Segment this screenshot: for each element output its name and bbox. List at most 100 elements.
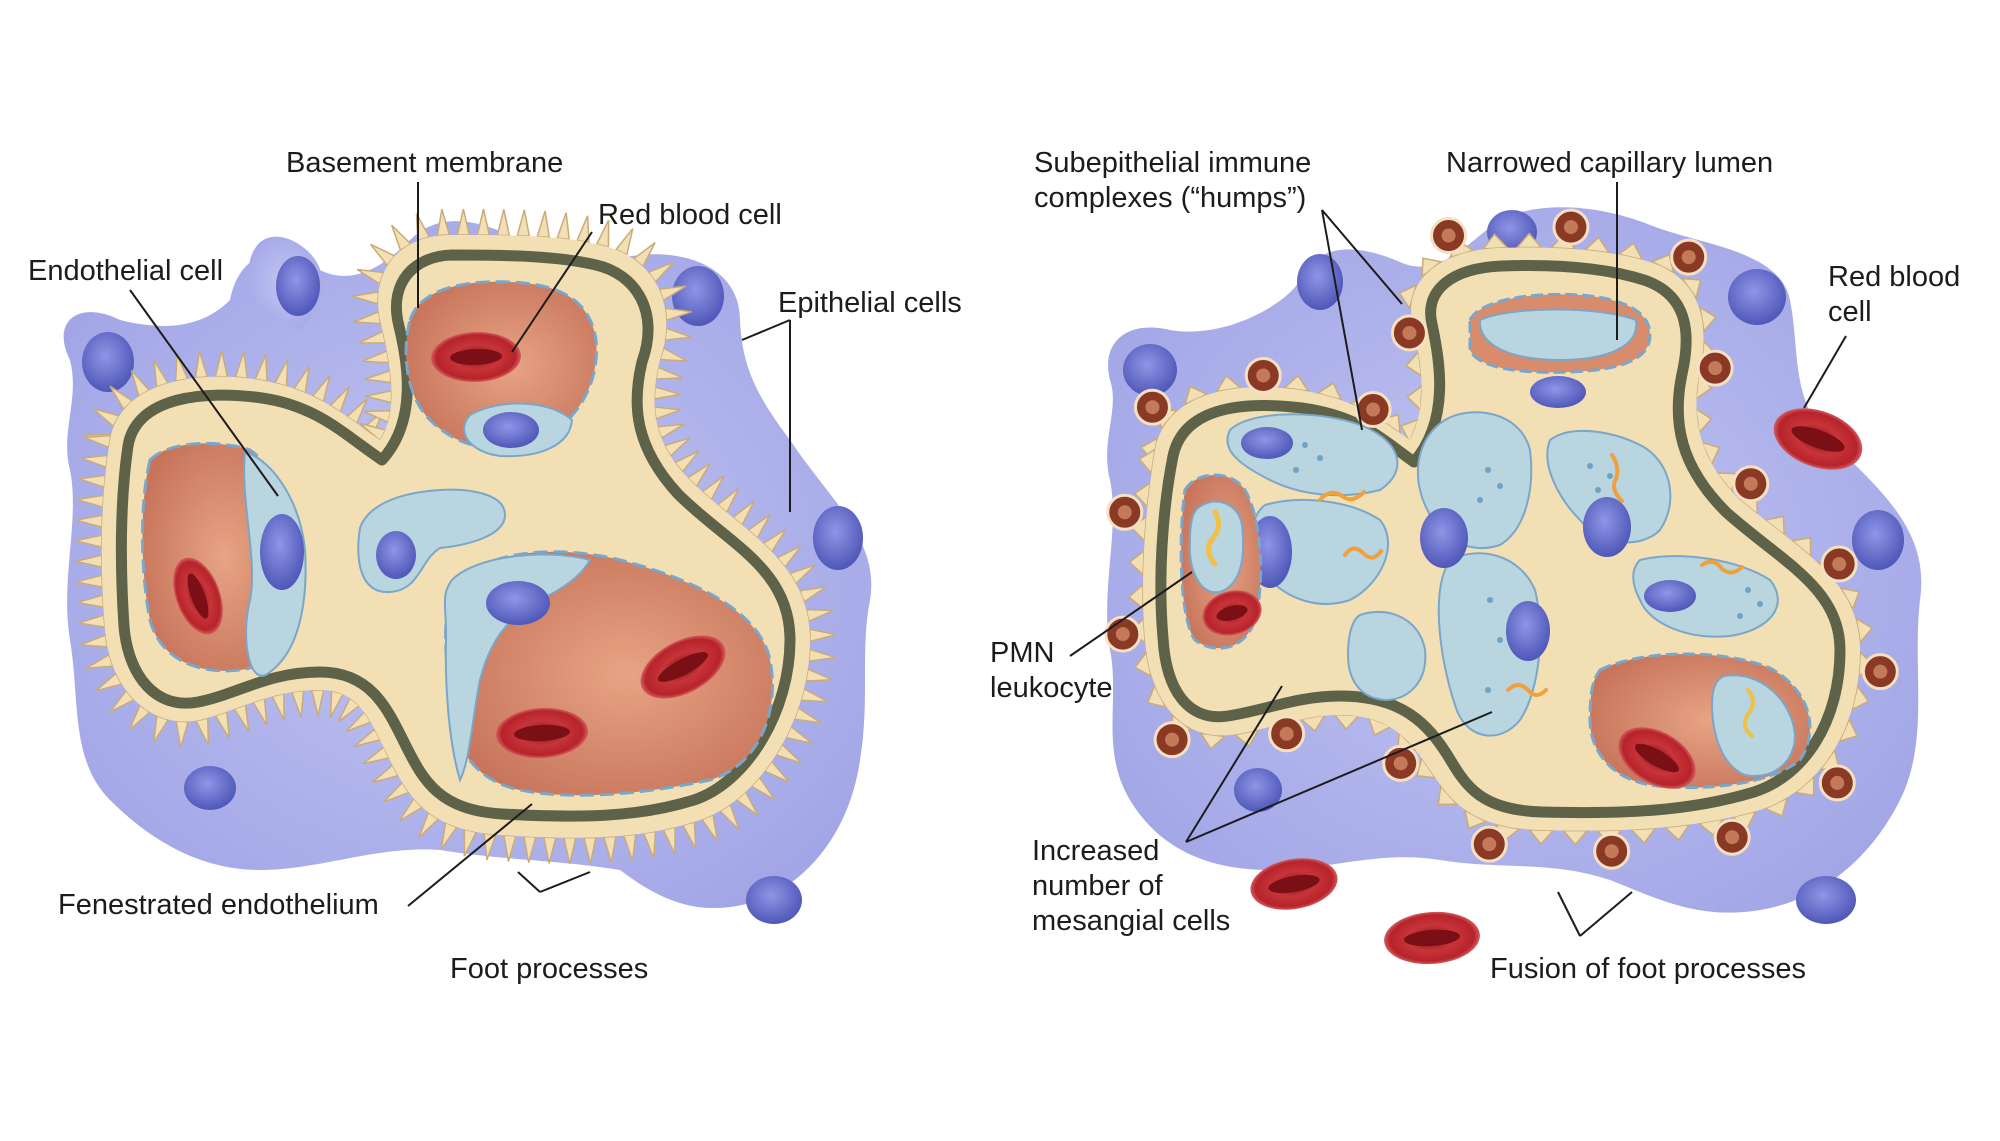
foot-process xyxy=(496,209,511,237)
red-blood-cell xyxy=(1202,590,1262,636)
foot-process xyxy=(1299,714,1327,733)
foot-process xyxy=(251,697,268,726)
epithelial-nucleus xyxy=(1297,254,1343,310)
immune-complex-core xyxy=(1708,361,1723,376)
immune-complex-core xyxy=(1145,400,1160,415)
endothelial-cell-nucleus xyxy=(486,581,550,625)
mesangial-cell-nucleus xyxy=(376,531,416,579)
foot-process xyxy=(716,487,740,514)
basement-membrane xyxy=(1155,260,1846,819)
foot-process xyxy=(1333,713,1361,731)
normal-glomerulus xyxy=(63,182,872,924)
endothelial-cell xyxy=(1478,308,1638,362)
label-red-blood-cell-line2: cell xyxy=(1828,296,1872,328)
immune-complex-core xyxy=(1725,830,1740,845)
label-pmn-line1: PMN xyxy=(990,637,1055,669)
basement-membrane xyxy=(115,249,796,822)
immune-complex-core xyxy=(1832,557,1847,572)
red-blood-cell xyxy=(640,635,726,699)
immune-complex-core xyxy=(1441,228,1456,243)
foot-process xyxy=(290,689,305,718)
mesangial-cells xyxy=(1226,411,1779,737)
foot-process xyxy=(345,710,373,733)
foot-process xyxy=(653,386,681,400)
label-subepithelial-line1: Subepithelial immune xyxy=(1034,147,1312,179)
immune-complex-core xyxy=(1482,837,1497,852)
endothelial-cell-nucleus xyxy=(483,412,539,448)
epithelial-nucleus xyxy=(82,332,134,392)
foot-process xyxy=(362,349,390,364)
foot-process xyxy=(476,208,491,236)
red-blood-cell xyxy=(1773,408,1863,470)
pmn-leukocyte xyxy=(1188,500,1245,594)
label-epithelial-cells: Epithelial cells xyxy=(778,287,962,319)
red-blood-cell xyxy=(1250,858,1338,910)
immune-complex-core xyxy=(1402,325,1417,340)
epithelial-nucleus xyxy=(1852,510,1904,570)
foot-process xyxy=(1694,407,1713,435)
label-pmn-line2: leukocyte xyxy=(990,672,1113,704)
epithelial-nucleus xyxy=(672,266,724,326)
foot-process xyxy=(536,210,551,239)
immune-complex-core xyxy=(1279,726,1294,741)
foot-process xyxy=(109,385,134,411)
foot-process xyxy=(1416,756,1437,779)
immune-complex-core xyxy=(1563,220,1578,235)
epithelial-nucleus xyxy=(184,766,236,810)
endothelial-cell xyxy=(1710,674,1797,777)
immune-complex-core xyxy=(1743,476,1758,491)
foot-process xyxy=(233,703,250,732)
immune-complex-core xyxy=(1830,775,1845,790)
foot-process xyxy=(731,500,755,527)
leader-lines xyxy=(129,182,791,907)
immune-complex-core xyxy=(1604,844,1619,859)
epithelial-nucleus xyxy=(1796,876,1856,924)
label-fusion-of-foot-processes: Fusion of foot processes xyxy=(1490,953,1806,985)
immune-complex-core xyxy=(1873,664,1888,679)
foot-process xyxy=(735,790,759,817)
foot-processes xyxy=(75,208,837,864)
label-subepithelial-line2: complexes (“humps”) xyxy=(1034,182,1307,214)
subepithelial-immune-complexes xyxy=(1104,208,1899,870)
red-blood-cell xyxy=(1618,727,1696,789)
glomerulonephritis xyxy=(1069,182,1922,965)
foot-process xyxy=(1617,242,1644,261)
epithelial-nucleus xyxy=(746,876,802,924)
foot-process xyxy=(1700,441,1721,467)
foot-process xyxy=(364,369,393,384)
endothelial-cell-nucleus xyxy=(1530,376,1586,408)
foot-process xyxy=(337,696,361,723)
epithelial-nucleus xyxy=(1234,768,1282,812)
foot-process xyxy=(556,212,571,241)
pmn-nucleus xyxy=(1206,509,1221,567)
immune-complex-core xyxy=(1366,402,1381,417)
immune-complex-core xyxy=(1117,505,1132,520)
endothelial-cell xyxy=(443,553,592,783)
foot-process xyxy=(353,728,382,748)
immune-complex-core xyxy=(1165,732,1180,747)
epithelial-nucleus xyxy=(1728,269,1786,325)
epithelial-nucleus xyxy=(276,256,320,316)
red-blood-cell xyxy=(1384,911,1480,965)
immune-complex-core xyxy=(1681,250,1696,265)
foot-process xyxy=(1399,418,1420,444)
epithelial-nucleus xyxy=(1123,344,1177,396)
immune-complex-core xyxy=(1256,368,1271,383)
fibrils xyxy=(1318,453,1744,697)
foot-process xyxy=(310,689,325,717)
label-endothelial-cell: Endothelial cell xyxy=(28,255,224,287)
foot-process xyxy=(516,209,531,237)
label-narrowed-capillary-lumen: Narrowed capillary lumen xyxy=(1446,147,1774,179)
foot-process xyxy=(656,423,685,440)
label-mesangial-line1: Increased xyxy=(1032,835,1160,867)
red-blood-cell xyxy=(431,331,521,383)
label-red-blood-cell-line1: Red blood xyxy=(1828,261,1961,293)
label-basement-membrane: Basement membrane xyxy=(286,147,564,179)
leader-lines xyxy=(1069,182,1847,937)
label-foot-processes: Foot processes xyxy=(450,953,649,985)
label-mesangial-line3: mesangial cells xyxy=(1032,905,1231,937)
granules xyxy=(1293,442,1763,693)
red-blood-cell xyxy=(173,557,223,635)
endothelial-cell-nucleus xyxy=(260,514,304,590)
